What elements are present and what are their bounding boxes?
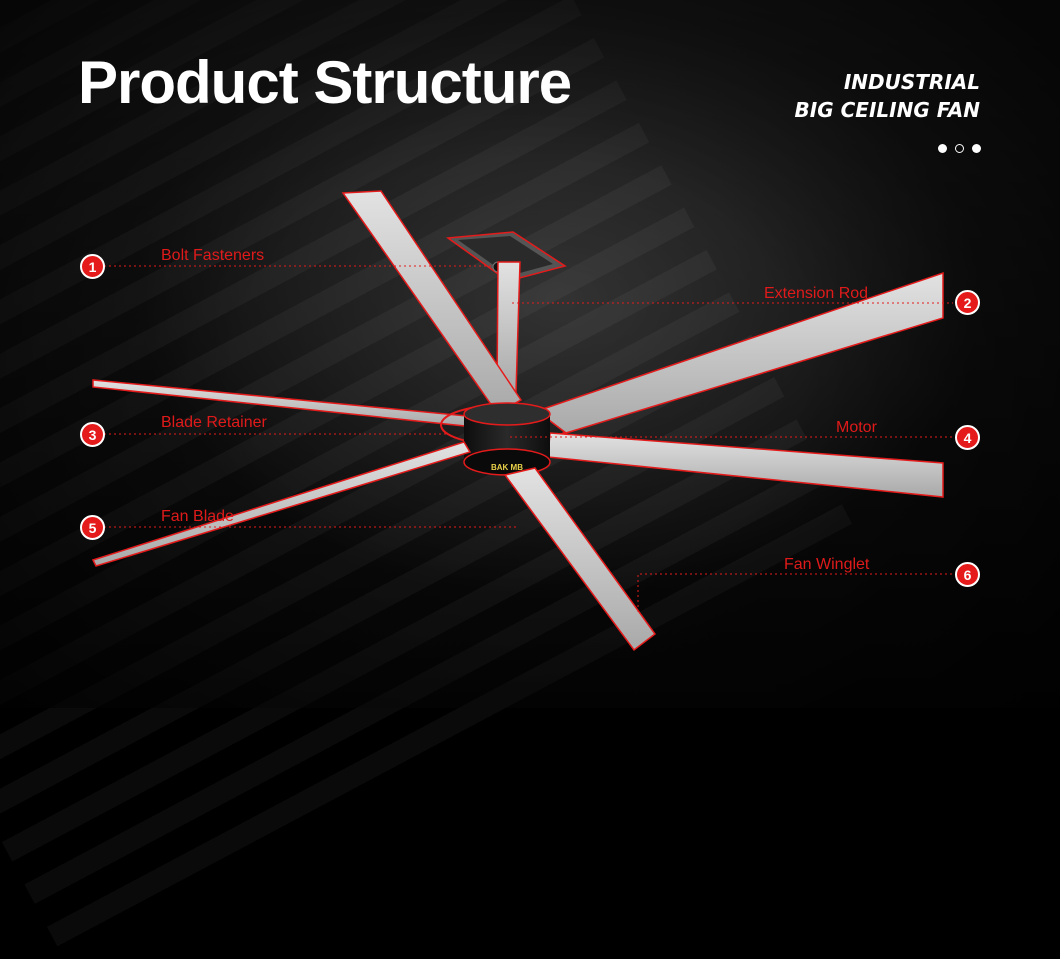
fan-blade-right-upper [537, 273, 943, 433]
badge-1: 1 [80, 254, 105, 279]
badge-4: 4 [955, 425, 980, 450]
fan-blade-bottom [505, 468, 655, 650]
label-bolt-fasteners: Bolt Fasteners [161, 247, 264, 265]
motor-top [464, 403, 550, 425]
fan-blade-left-lower [93, 442, 470, 566]
label-fan-blade: Fan Blade [161, 508, 234, 526]
badge-2: 2 [955, 290, 980, 315]
badge-6: 6 [955, 562, 980, 587]
fan-blade-right-lower [548, 433, 943, 497]
badge-3: 3 [80, 422, 105, 447]
label-blade-retainer: Blade Retainer [161, 414, 267, 432]
motor-print: BAK MB [491, 463, 523, 472]
label-fan-winglet: Fan Winglet [784, 556, 869, 574]
badge-5: 5 [80, 515, 105, 540]
fan-diagram: BAK MB [0, 0, 1060, 708]
leader-line-6 [638, 574, 953, 612]
fan-blade-left [93, 380, 467, 426]
label-extension-rod: Extension Rod [764, 285, 868, 303]
label-motor: Motor [836, 419, 877, 437]
fan-blade-top [343, 191, 521, 413]
